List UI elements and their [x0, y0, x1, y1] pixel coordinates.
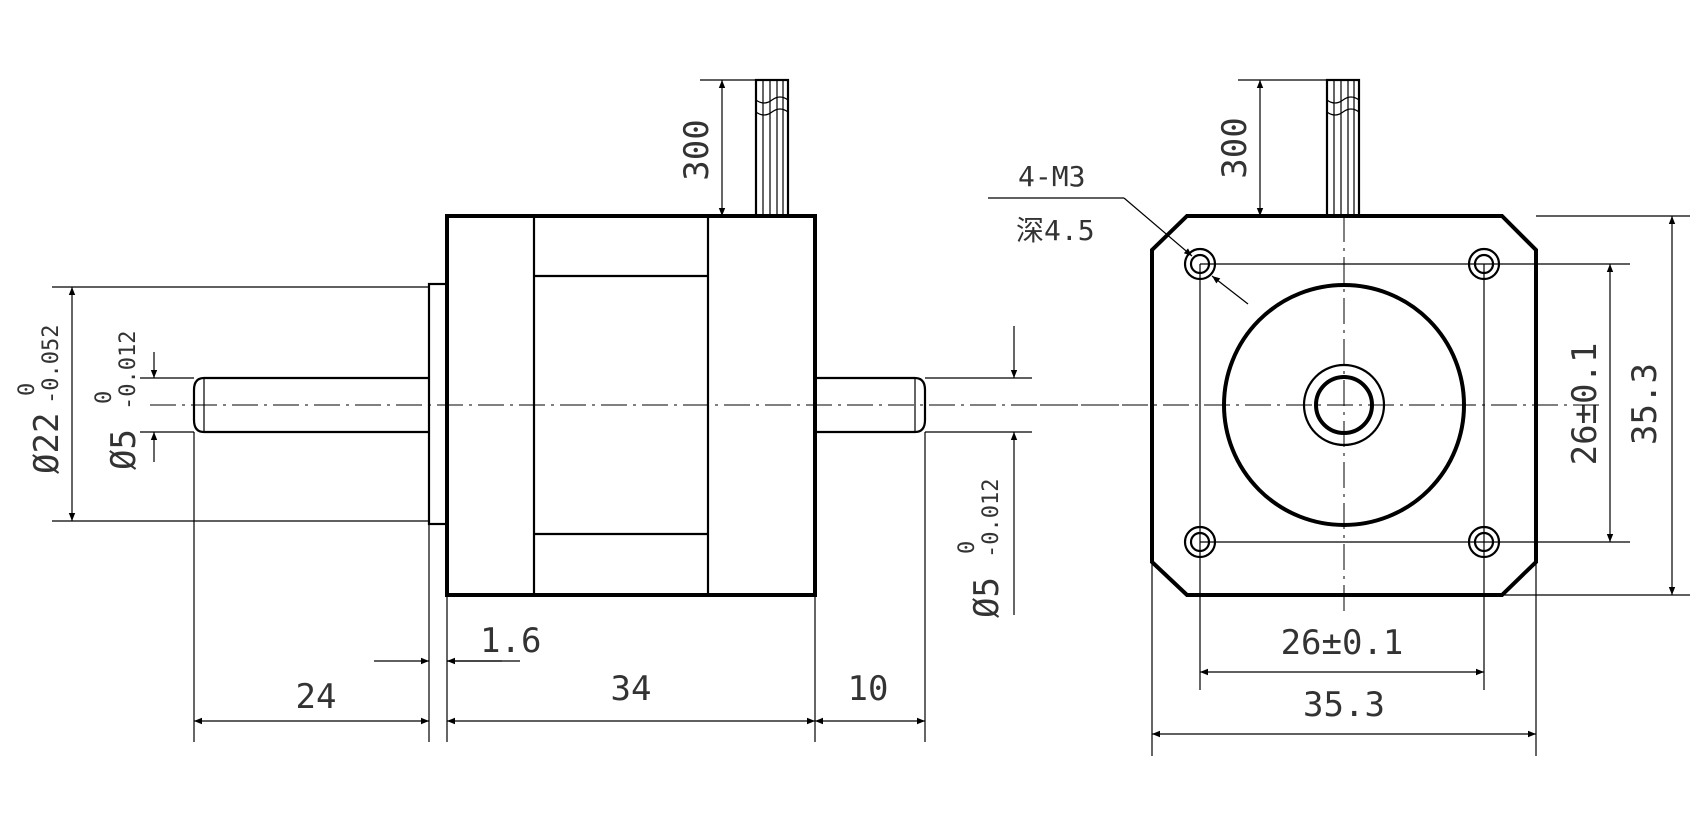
hole-pitch-vertical: 26±0.1	[1565, 343, 1605, 466]
flange-width: 35.3	[1303, 685, 1385, 725]
rear-shaft-length: 10	[848, 669, 889, 709]
hole-spec: 4-M3	[1018, 160, 1085, 193]
side-view: 300 Ø22 0 -0.052 Ø5 0 -0.012 Ø5 0 -0.012	[15, 78, 1140, 742]
shaft-left-diameter: Ø5	[104, 429, 144, 470]
shaft-left-tol-upper: 0	[92, 391, 117, 404]
shaft-right-tol-upper: 0	[955, 541, 980, 554]
pilot-boss-circle	[1222, 283, 1466, 527]
front-shaft-length: 24	[296, 677, 337, 717]
body-length: 34	[611, 669, 652, 709]
body-diameter-tol-lower: -0.052	[39, 325, 64, 404]
flange-height: 35.3	[1625, 363, 1665, 445]
hole-depth: 深4.5	[1016, 214, 1095, 247]
mounting-hole	[1473, 253, 1495, 275]
shaft-left-tol-lower: -0.012	[116, 331, 141, 410]
shaft-inner-circle	[1314, 375, 1374, 435]
shaft-right-tol-lower: -0.012	[979, 479, 1004, 558]
front-boss	[427, 282, 449, 526]
mounting-hole	[1189, 531, 1211, 553]
mounting-hole	[1189, 253, 1211, 275]
shaft-outer-circle	[1302, 363, 1386, 447]
front-view: 300 4-M3 深4.5 26±0.1	[988, 78, 1690, 756]
mounting-hole	[1467, 525, 1501, 559]
shaft-left	[192, 376, 429, 434]
shaft-right	[815, 376, 927, 434]
lead-wires-side	[754, 78, 790, 218]
shaft-right-diameter: Ø5	[967, 577, 1007, 618]
mounting-hole	[1467, 247, 1501, 281]
boss-length: 1.6	[480, 621, 541, 661]
hole-pitch-horizontal: 26±0.1	[1281, 623, 1404, 663]
mounting-holes	[1183, 247, 1501, 559]
mounting-hole	[1183, 247, 1217, 281]
body-diameter-tol-upper: 0	[15, 383, 40, 396]
mounting-hole	[1473, 531, 1495, 553]
body-diameter: Ø22	[27, 413, 67, 474]
mounting-hole	[1183, 525, 1217, 559]
front-lead-length: 300	[1215, 117, 1255, 178]
lead-wires-front	[1325, 78, 1361, 218]
side-lead-length: 300	[677, 119, 717, 180]
